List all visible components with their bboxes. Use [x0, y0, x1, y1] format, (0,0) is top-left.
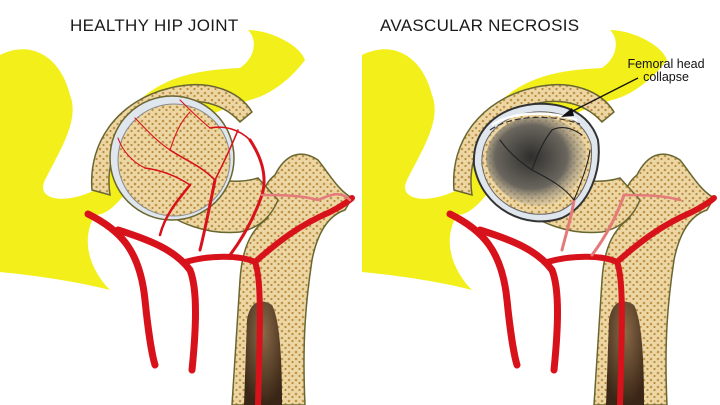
femoral-head [117, 103, 231, 217]
femoral-head-collapse-label: Femoral head collapse [618, 58, 714, 84]
necrosis-hip-panel: AVASCULAR NECROSIS [362, 0, 718, 405]
dead-vessels [499, 126, 591, 201]
healthy-hip-panel: HEALTHY HIP JOINT [0, 0, 356, 405]
necrotic-hip-illustration [362, 30, 717, 405]
callout-arrow [561, 77, 639, 117]
callout-line-1: Femoral head [627, 57, 705, 71]
marrow-cavity [244, 301, 282, 405]
healthy-hip-illustration [0, 30, 355, 405]
necrotic-area [486, 116, 587, 206]
necrosis-hip-title: AVASCULAR NECROSIS [380, 16, 580, 35]
healthy-hip-title: HEALTHY HIP JOINT [70, 16, 239, 35]
marrow-cavity [606, 301, 644, 405]
callout-line-2: collapse [643, 70, 689, 84]
blood-vessels [446, 193, 717, 405]
blood-vessels [84, 99, 355, 405]
